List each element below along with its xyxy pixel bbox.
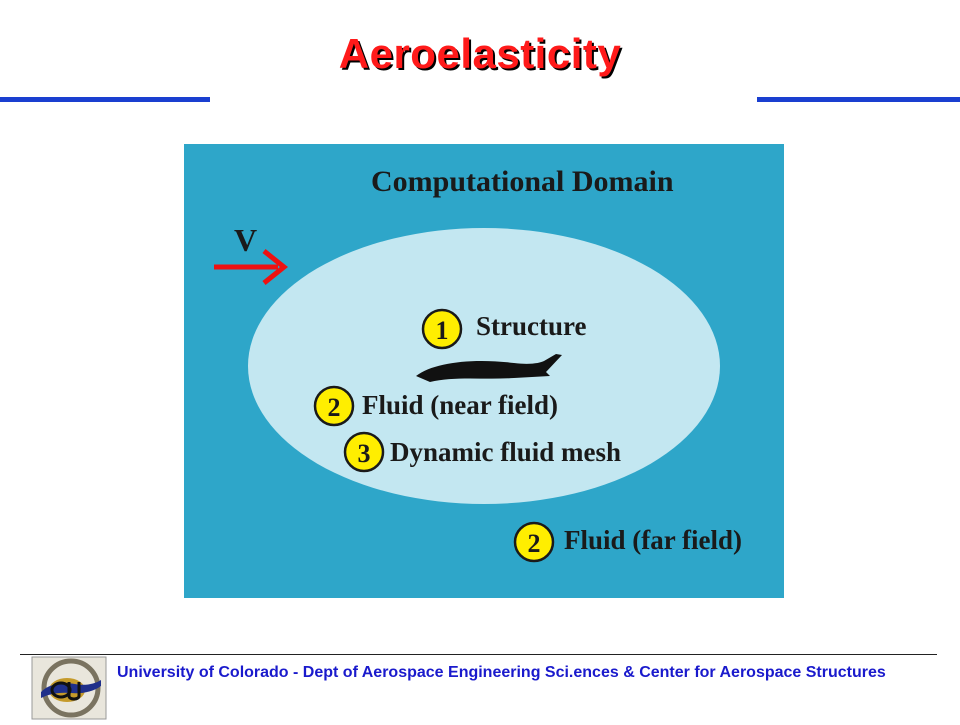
badge-near-field: 2 [313, 385, 355, 427]
title-rule-right [757, 97, 960, 102]
velocity-arrow-icon [214, 249, 289, 285]
label-structure: Structure [476, 311, 586, 341]
university-logo-icon [31, 656, 107, 720]
footer-affiliation: University of Colorado - Dept of Aerospa… [117, 664, 886, 681]
domain-heading: Computational Domain [371, 165, 674, 198]
badge-number: 2 [528, 529, 541, 558]
badge-number: 1 [436, 316, 449, 345]
computational-domain-diagram: Computational Domain V 1 Structure 2 Flu… [184, 144, 784, 598]
badge-number: 3 [358, 439, 371, 468]
label-far-field: Fluid (far field) [564, 525, 742, 555]
aircraft-icon [416, 354, 562, 382]
badge-structure: 1 [421, 308, 463, 350]
badge-dynamic-mesh: 3 [343, 431, 385, 473]
velocity-label: V [234, 222, 257, 258]
title-rule-left [0, 97, 210, 102]
badge-number: 2 [328, 393, 341, 422]
label-near-field: Fluid (near field) [362, 390, 558, 420]
footer-rule [20, 654, 937, 655]
badge-far-field: 2 [513, 521, 555, 563]
slide-title: Aeroelasticity [338, 30, 622, 77]
label-dynamic-mesh: Dynamic fluid mesh [390, 437, 621, 467]
